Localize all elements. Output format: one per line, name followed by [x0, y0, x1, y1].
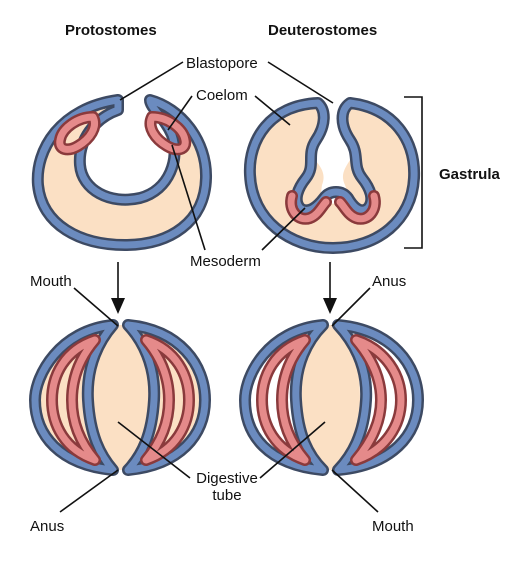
anus-leader-bottom — [59, 469, 119, 513]
mesoderm-leader-left — [171, 144, 206, 251]
label-digestive-tube: Digestive tube — [192, 470, 262, 504]
label-gastrula: Gastrula — [439, 166, 500, 183]
digestive-leader-right — [259, 421, 326, 479]
label-blastopore: Blastopore — [186, 55, 258, 72]
deuterostome-embryo-core-fill — [300, 325, 360, 470]
protostome-gastrula-outline-inner — [34, 96, 210, 249]
protostome-embryo-right-outline-inner — [124, 321, 209, 474]
label-coelom: Coelom — [196, 87, 248, 104]
mouth-leader-top — [73, 287, 119, 327]
mesoderm-leader-right — [261, 207, 306, 251]
digestive-leader-left — [117, 421, 191, 479]
coelom-leader-left — [167, 95, 193, 131]
protostome-embryo-core-fill — [92, 325, 150, 470]
blastopore-leader-left — [119, 61, 184, 101]
heading-deuterostomes: Deuterostomes — [268, 22, 378, 39]
gastrula-bracket — [404, 96, 423, 249]
protostome-gastrula — [31, 94, 213, 251]
protostome-embryo-left-outline-inner — [31, 321, 117, 474]
protostome-embryo — [29, 319, 211, 476]
label-mouth-bottom: Mouth — [372, 518, 414, 535]
deuterostome-embryo-right-outline-inner — [334, 321, 422, 474]
deuterostome-gastrula — [243, 97, 421, 254]
anus-leader-top — [331, 287, 371, 327]
label-anus-top: Anus — [372, 273, 407, 290]
label-digestive-tube-line1: Digestive — [196, 470, 258, 487]
label-digestive-tube-line2: tube — [212, 487, 242, 504]
deuterostome-gastrula-mesoderm-inner — [287, 192, 379, 223]
deuterostome-embryo-mesoderm-right-inner — [352, 336, 405, 464]
protostome-arrow — [111, 262, 125, 314]
leader-lines — [59, 61, 379, 513]
protostome-gastrula-mesoderm-right-inner — [147, 113, 189, 153]
deuterostome-embryo-mesoderm-left-inner — [258, 336, 309, 464]
label-mouth-top: Mouth — [30, 273, 72, 290]
deuterostome-embryo-left-outline-inner — [241, 321, 327, 474]
mouth-leader-bottom — [331, 469, 379, 513]
blastopore-leader-right — [267, 61, 334, 104]
label-anus-bottom: Anus — [30, 518, 65, 535]
deuterostome-gastrula-outline-inner — [246, 99, 418, 252]
protostome-embryo-mesoderm-right-inner — [142, 336, 193, 464]
coelom-leader-right — [254, 95, 291, 126]
deuterostome-arrow — [323, 262, 337, 314]
deuterostome-embryo — [239, 319, 424, 476]
label-mesoderm: Mesoderm — [190, 253, 261, 270]
protostome-embryo-mesoderm-left-inner — [48, 336, 99, 464]
protostome-gastrula-mesoderm-left-inner — [56, 113, 98, 153]
heading-protostomes: Protostomes — [65, 22, 157, 39]
